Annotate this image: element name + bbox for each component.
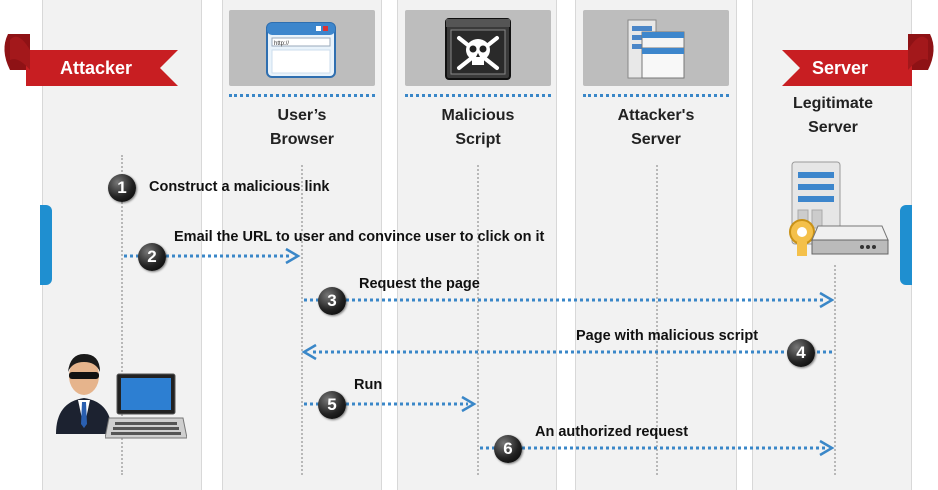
step-1-label: Construct a malicious link xyxy=(149,179,330,195)
server-banner: Server xyxy=(812,58,869,78)
skull-crossbones-icon xyxy=(445,18,511,80)
server-banner-shape xyxy=(782,34,934,86)
browser-lifeline xyxy=(301,165,303,475)
legit-server-lifeline xyxy=(834,265,836,475)
browser-title-line2: Browser xyxy=(269,131,335,148)
attacker-server-lifeline xyxy=(656,165,658,475)
attacker-server-title-line2: Server xyxy=(631,131,681,148)
step-3-label: Request the page xyxy=(359,276,480,292)
browser-header-divider xyxy=(229,94,375,97)
left-side-tab xyxy=(40,205,52,285)
script-lifeline xyxy=(477,165,479,475)
step-1-marker: 1 xyxy=(108,174,136,202)
browser-column-title: User’s Browser xyxy=(229,104,375,152)
step-6-marker: 6 xyxy=(494,435,522,463)
attacker-server-header-divider xyxy=(583,94,729,97)
server-windows-icon xyxy=(627,19,685,79)
step-6-label: An authorized request xyxy=(535,424,689,440)
right-side-tab xyxy=(900,205,912,285)
attacker-banner: Attacker xyxy=(60,58,133,78)
attacker-banner-shape xyxy=(4,34,178,86)
script-title-line2: Script xyxy=(455,131,501,148)
script-header-divider xyxy=(405,94,551,97)
server-tower-icon xyxy=(789,161,889,256)
browser-url-text: http:// xyxy=(274,41,289,47)
attacker-lifeline xyxy=(121,155,123,475)
attacker-server-title-line1: Attacker's xyxy=(617,107,695,124)
step-2-label: Email the URL to user and convince user … xyxy=(174,229,545,245)
step-4-marker: 4 xyxy=(787,339,815,367)
legit-server-title-line1: Legitimate xyxy=(792,95,873,112)
step-2-marker: 2 xyxy=(138,243,166,271)
script-title-line1: Malicious xyxy=(441,107,515,124)
step-5-label: Run xyxy=(354,377,383,393)
step-5-marker: 5 xyxy=(318,391,346,419)
script-column-title: Malicious Script xyxy=(405,104,551,152)
step-3-marker: 3 xyxy=(318,287,346,315)
legit-server-title-line2: Server xyxy=(808,119,858,136)
hacker-icon xyxy=(56,354,112,434)
laptop-icon xyxy=(105,373,187,439)
step-4-label: Page with malicious script xyxy=(576,328,759,344)
legit-server-column-title: Legitimate Server xyxy=(758,92,908,140)
attacker-server-column-title: Attacker's Server xyxy=(583,104,729,152)
browser-window-icon: http:// xyxy=(266,22,336,78)
browser-title-line1: User’s xyxy=(277,107,327,124)
